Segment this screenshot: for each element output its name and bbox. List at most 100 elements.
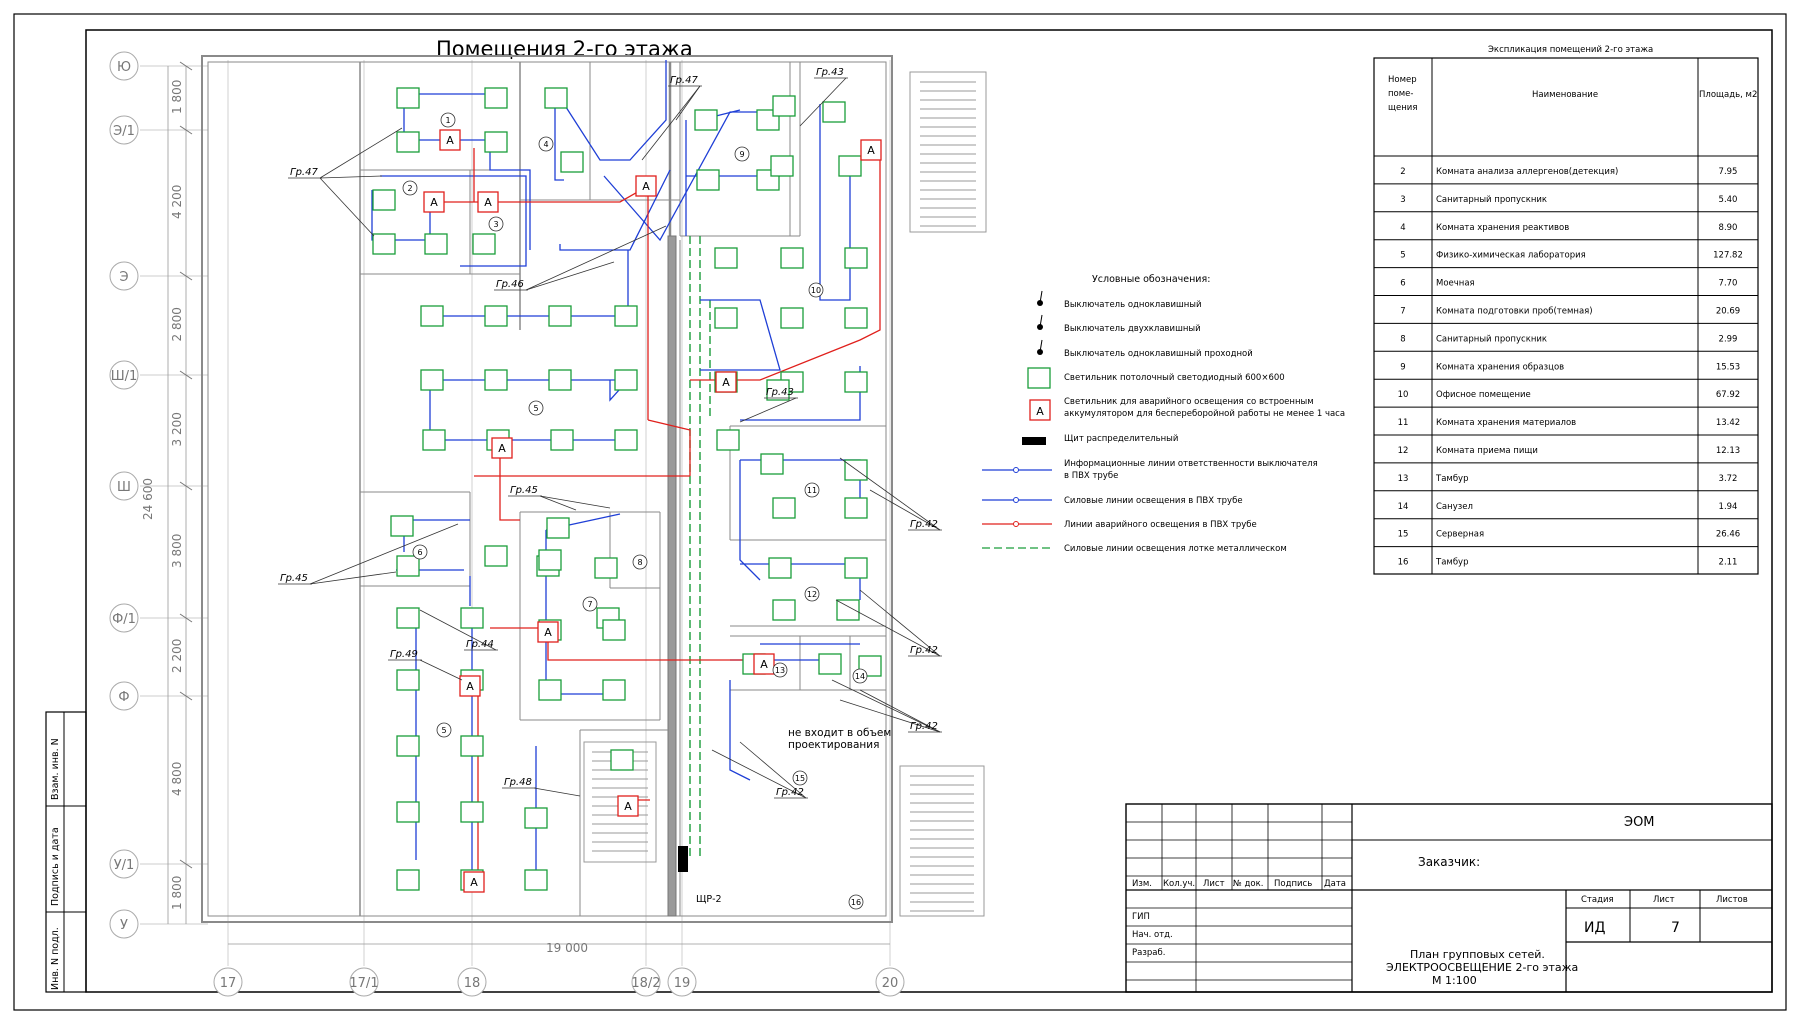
inner-frame — [85, 29, 1773, 993]
axis-bubble — [109, 471, 139, 501]
expl-cell-area: 26.46 — [1716, 530, 1740, 540]
expl-cell-name: Тамбур — [1435, 474, 1468, 484]
lighting-line — [740, 459, 861, 510]
room-number: 9 — [739, 150, 744, 159]
ceiling-fixture — [844, 497, 868, 519]
expl-cell-area: 12.13 — [1716, 446, 1740, 456]
ceiling-fixture — [560, 151, 584, 173]
ceiling-fixture — [768, 557, 792, 579]
ceiling-fixture — [716, 429, 740, 451]
axis-bubble — [109, 261, 139, 291]
room-number-bubble — [412, 544, 428, 560]
room-number-bubble — [808, 282, 824, 298]
axis-label-col: 18/2 — [631, 976, 660, 991]
emergency-mark: A — [544, 626, 552, 639]
ceiling-fixture — [396, 801, 420, 823]
power-lines-tray — [689, 236, 711, 860]
axis-label-row: Ш/1 — [111, 369, 138, 384]
legend-item-8: Силовые линии освещения в ПВХ трубе — [1064, 496, 1243, 506]
group-label: Гр.48 — [504, 777, 532, 788]
room-number-bubble — [792, 770, 808, 786]
ceiling-fixture — [614, 369, 638, 391]
ceiling-fixture — [594, 557, 618, 579]
axis-bubble — [667, 967, 697, 997]
stamp-change-doc: № док. — [1233, 879, 1263, 889]
room-number-bubble — [402, 180, 418, 196]
explication-title: Экспликация помещений 2-го этажа — [1488, 45, 1653, 55]
ceiling-fixture — [780, 307, 804, 329]
dimension-text: 3 800 — [170, 534, 184, 568]
ceiling-fixture — [472, 233, 496, 255]
expl-cell-name: Тамбур — [1435, 558, 1468, 568]
expl-header-num-3: щения — [1388, 103, 1417, 113]
expl-cell-area: 20.69 — [1716, 307, 1740, 317]
axis-bubble — [213, 967, 243, 997]
group-label: Гр.43 — [816, 67, 844, 78]
emergency-line — [490, 627, 700, 661]
lighting-line — [380, 175, 527, 267]
ceiling-fixture — [524, 807, 548, 829]
lighting-line — [740, 563, 861, 600]
axis-label-row: Ю — [117, 60, 131, 75]
expl-cell-num: 7 — [1400, 307, 1405, 317]
room-number-bubble — [804, 482, 820, 498]
expl-cell-num: 5 — [1400, 251, 1405, 261]
emergency-mark: A — [466, 680, 474, 693]
ceiling-fixture — [714, 247, 738, 269]
group-leader — [525, 261, 615, 291]
note-line2: проектирования — [788, 739, 879, 751]
dimension-text: 1 800 — [170, 80, 184, 114]
room-number: 10 — [811, 286, 821, 295]
ceiling-fixture — [484, 369, 508, 391]
note-line1: не входит в объем — [788, 727, 891, 739]
room-number-bubble — [848, 894, 864, 910]
group-leader — [419, 609, 497, 651]
legend-item-2: Выключатель двухклавишный — [1064, 324, 1201, 334]
emergency-mark: A — [498, 442, 506, 455]
legend-item-4: Светильник потолочный светодиодный 600×6… — [1064, 373, 1285, 383]
legend-item-1: Выключатель одноклавишный — [1064, 300, 1202, 310]
expl-cell-area: 8.90 — [1719, 223, 1738, 233]
expl-cell-name: Серверная — [1436, 530, 1484, 540]
ceiling-fixture — [460, 735, 484, 757]
ceiling-fixture — [766, 379, 790, 401]
expl-header-area: Площадь, м2 — [1699, 90, 1757, 100]
room-number-bubble — [632, 554, 648, 570]
outer-frame — [13, 13, 1787, 1011]
group-leader — [859, 689, 941, 733]
lighting-line — [429, 380, 620, 441]
group-label: Гр.49 — [390, 649, 418, 660]
axis-bubble — [109, 909, 139, 939]
emergency-mark: A — [642, 180, 650, 193]
legend: Условные обозначения: A Выключатель одно… — [982, 274, 1345, 554]
legend-item-7b: в ПВХ трубе — [1064, 471, 1118, 481]
axis-label-col: 18 — [464, 976, 481, 991]
expl-cell-name: Комната хранения образцов — [1436, 362, 1564, 372]
group-label: Гр.42 — [776, 787, 804, 798]
page-title: Помещения 2-го этажа — [436, 37, 693, 61]
axis-bubble — [109, 849, 139, 879]
emergency-fixture — [423, 191, 445, 213]
group-leader — [539, 495, 577, 511]
lighting-line — [729, 680, 751, 781]
stamp-change-kol: Кол.уч. — [1163, 879, 1195, 889]
ceiling-fixture — [822, 101, 846, 123]
emergency-mark: A — [470, 876, 478, 889]
ceiling-fixture — [614, 429, 638, 451]
expl-cell-num: 13 — [1398, 474, 1409, 484]
group-leader — [319, 127, 403, 179]
axis-label-row: У — [120, 918, 128, 933]
panel-label: ЩР-2 — [696, 894, 722, 905]
stamp-role-nach: Нач. отд. — [1132, 930, 1173, 940]
dimension-total-vertical: 24 600 — [141, 478, 155, 520]
stamp-change-list: Лист — [1203, 879, 1225, 889]
group-leader — [859, 589, 941, 657]
emergency-line — [499, 448, 520, 521]
ceiling-fixture — [614, 305, 638, 327]
legend-title: Условные обозначения: — [1092, 274, 1210, 285]
stamp-desc-2: ЭЛЕКТРООСВЕЩЕНИЕ 2-го этажа — [1386, 961, 1578, 974]
panel-legend-icon — [1022, 437, 1046, 445]
side-stamp-replace: Взам. инв. N — [50, 738, 61, 800]
expl-cell-name: Моечная — [1436, 279, 1475, 289]
expl-cell-num: 16 — [1398, 558, 1409, 568]
